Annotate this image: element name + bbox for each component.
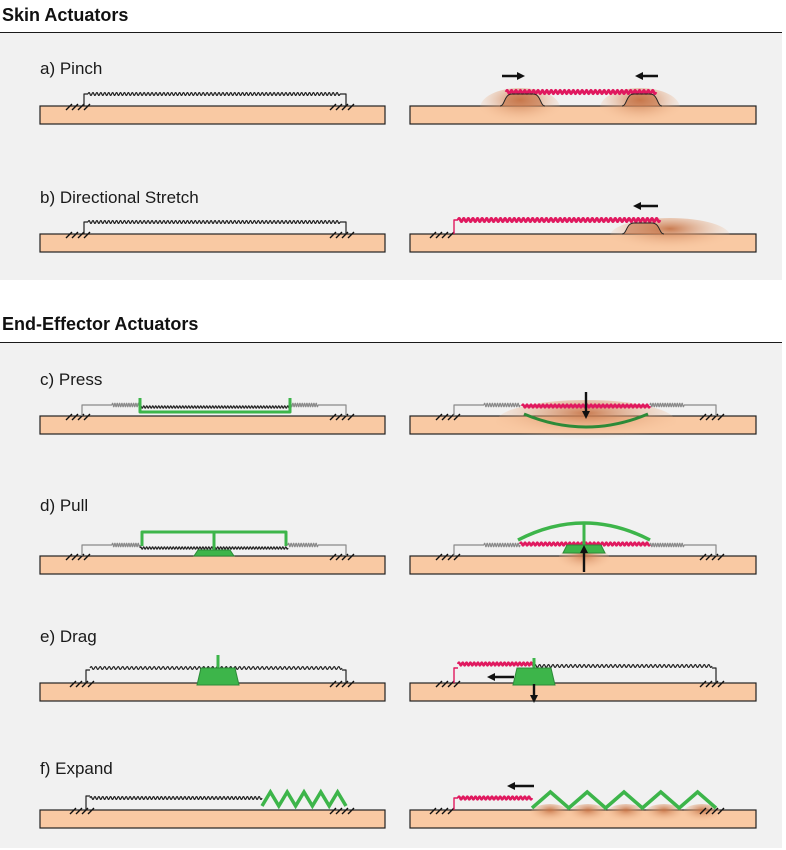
label-pinch: a) Pinch (40, 59, 103, 78)
passive-spring-lead (83, 93, 88, 106)
passive-spring-lead (85, 669, 90, 683)
skin-deformation-shading (480, 88, 560, 128)
passive-spring (89, 795, 263, 801)
active-spring-contracted (504, 89, 658, 95)
active-spring-contracted (456, 661, 536, 667)
gray-spring (287, 542, 319, 548)
skin-strip (39, 555, 386, 575)
gray-spring-lead (81, 404, 112, 416)
active-spring-contracted (456, 217, 662, 223)
anchor-hatch (435, 413, 461, 421)
label-directional-stretch: b) Directional Stretch (40, 188, 199, 207)
gray-spring (649, 402, 685, 408)
skin-deformation-shading (610, 218, 730, 254)
anchor-hatch (65, 413, 91, 421)
gray-spring (483, 402, 521, 408)
passive-spring-lead (83, 221, 88, 234)
expand-element-compressed (260, 788, 348, 810)
skin-bump (499, 93, 546, 107)
anchor-hatch (69, 807, 95, 815)
gray-spring-lead (318, 544, 347, 556)
gray-spring-lead (318, 404, 347, 416)
gray-spring (289, 402, 319, 408)
gray-spring-lead (81, 544, 112, 556)
anchor-hatch (329, 103, 355, 111)
gray-spring-lead (453, 404, 484, 416)
passive-spring-lead (340, 221, 347, 234)
anchor-hatch (435, 553, 461, 561)
active-spring-contracted (456, 795, 534, 801)
gray-spring (111, 542, 141, 548)
skin-strip (39, 105, 386, 125)
skin-deformation-shading (496, 400, 676, 444)
pull-frame-curved (517, 521, 651, 542)
active-spring-lead (453, 219, 458, 234)
skin-bump (621, 93, 663, 107)
anchor-hatch (699, 807, 725, 815)
anchor-hatch (329, 807, 355, 815)
anchor-hatch (699, 680, 725, 688)
gray-spring-lead (684, 544, 717, 556)
pull-pad (193, 549, 235, 557)
passive-spring-lead (340, 93, 347, 106)
anchor-hatch (429, 807, 455, 815)
press-bar-curved (523, 412, 649, 429)
passive-spring-lead (85, 795, 90, 810)
skin-bump (621, 222, 665, 235)
section-title-skin-actuators: Skin Actuators (2, 5, 129, 25)
skin-strip (39, 682, 386, 702)
anchor-hatch (429, 231, 455, 239)
anchor-hatch (329, 680, 355, 688)
skin-deformation-shading (644, 804, 684, 824)
anchor-hatch (435, 680, 461, 688)
anchor-hatch (329, 231, 355, 239)
section-rule (0, 32, 782, 33)
active-spring-lead (453, 667, 458, 683)
skin-strip (39, 233, 386, 253)
press-bar (138, 398, 292, 414)
anchor-hatch (65, 553, 91, 561)
label-pull: d) Pull (40, 496, 89, 515)
passive-spring-lead (712, 667, 717, 683)
passive-spring (139, 405, 291, 409)
label-expand: f) Expand (40, 759, 113, 778)
gray-spring-lead (684, 404, 717, 416)
passive-spring (87, 91, 341, 97)
skin-deformation-shading (530, 804, 570, 824)
passive-spring-lead (342, 669, 347, 683)
skin-strip (409, 105, 757, 125)
gray-spring-lead (453, 544, 484, 556)
skin-strip (409, 682, 757, 702)
skin-strip (39, 809, 386, 829)
label-drag: e) Drag (40, 627, 97, 646)
gray-spring (649, 542, 685, 548)
passive-spring (533, 663, 713, 669)
expand-element-extended (530, 789, 718, 811)
gray-spring (111, 402, 141, 408)
anchor-hatch (65, 231, 91, 239)
anchor-hatch (699, 553, 725, 561)
anchor-hatch (699, 413, 725, 421)
drag-effector (196, 667, 240, 686)
anchor-hatch (329, 553, 355, 561)
skin-deformation-shading (606, 804, 646, 824)
anchor-hatch (329, 413, 355, 421)
section-rule (0, 342, 782, 343)
passive-spring (87, 219, 341, 225)
label-press: c) Press (40, 370, 103, 389)
skin-deformation-shading (682, 804, 722, 824)
section-title-end-effector-actuators: End-Effector Actuators (2, 314, 199, 334)
active-spring-lead (453, 797, 458, 810)
skin-deformation-shading (568, 804, 608, 824)
gray-spring (483, 542, 521, 548)
skin-deformation-shading (600, 88, 680, 128)
drag-effector (512, 667, 556, 686)
anchor-hatch (69, 680, 95, 688)
skin-strip (39, 415, 386, 435)
anchor-hatch (65, 103, 91, 111)
